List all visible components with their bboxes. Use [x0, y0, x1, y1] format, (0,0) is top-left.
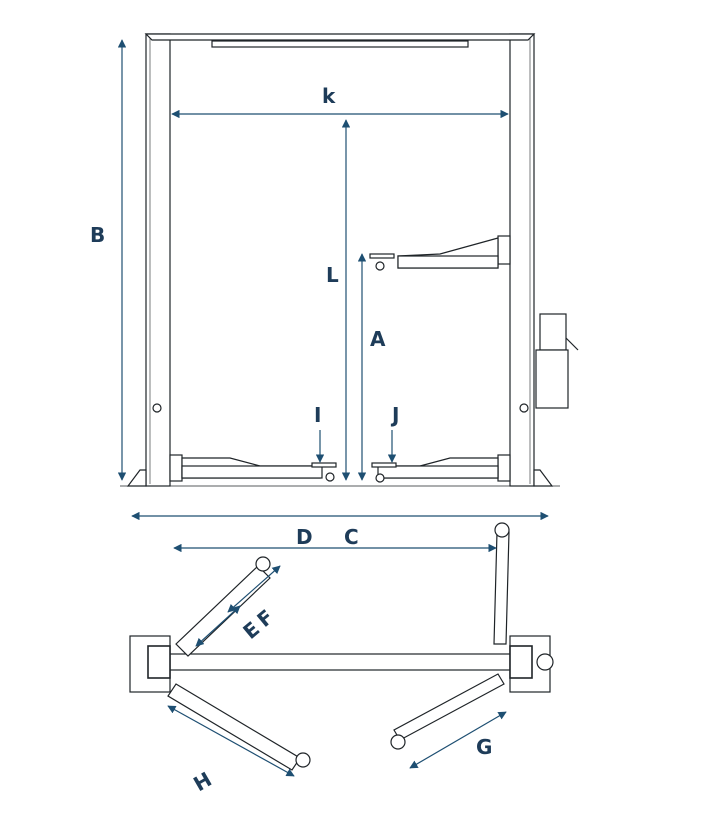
- plan-floor-plate: [169, 653, 511, 671]
- top-crossbeam: [144, 33, 536, 41]
- arm-lower-left: [167, 683, 301, 771]
- overhead-bar: [211, 40, 469, 48]
- label-I: I: [314, 403, 321, 427]
- plan-view: [129, 522, 554, 771]
- label-A: A: [370, 327, 386, 351]
- right-raised-arm: [397, 255, 499, 269]
- label-k: k: [322, 84, 336, 108]
- power-unit-motor: [539, 313, 567, 351]
- dimension-lines: [117, 39, 549, 777]
- arm-lower-right: [393, 673, 505, 741]
- label-G: G: [476, 735, 492, 759]
- power-unit-tank: [535, 349, 569, 409]
- right-lower-arm: [377, 465, 499, 479]
- arm-upper-right: [493, 531, 510, 645]
- label-D: D: [296, 525, 313, 549]
- label-C: C: [344, 525, 359, 549]
- label-L: L: [326, 263, 339, 287]
- label-H: H: [189, 767, 216, 796]
- left-lower-arm: [181, 465, 323, 479]
- right-column: [509, 33, 535, 487]
- left-column: [145, 33, 171, 487]
- front-view: [120, 33, 579, 487]
- label-J: J: [390, 403, 399, 427]
- label-B: B: [90, 223, 105, 247]
- plan-power-unit: [536, 653, 554, 671]
